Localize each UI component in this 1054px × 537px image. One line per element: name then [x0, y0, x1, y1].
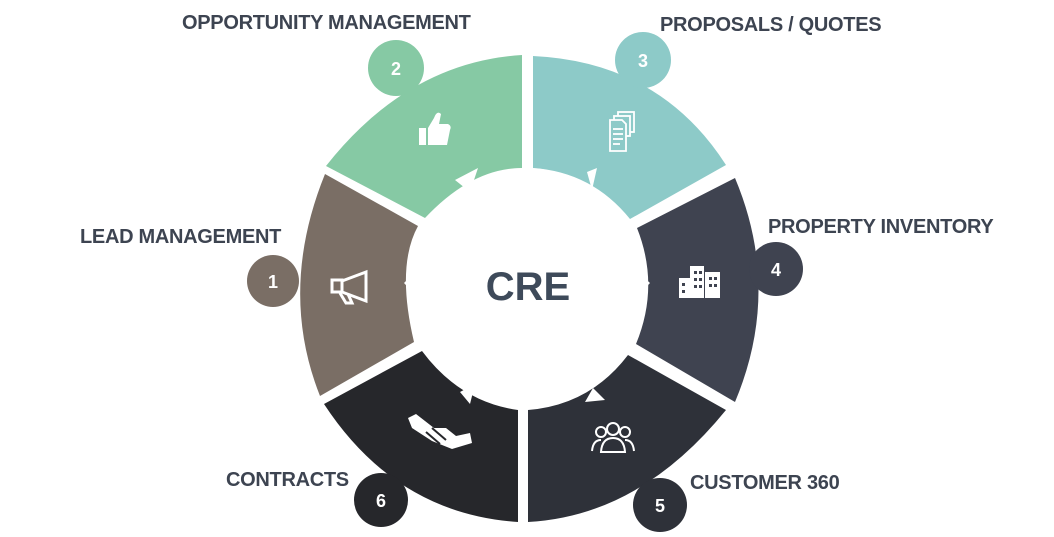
segment-contracts: [324, 351, 518, 522]
segment-lead-management: [300, 174, 418, 396]
megaphone-icon: [330, 269, 368, 305]
step-badge-1: 1: [247, 255, 299, 307]
label-lead-management: LEAD MANAGEMENT: [80, 226, 282, 248]
label-opportunity-management: OPPORTUNITY MANAGEMENT: [182, 12, 471, 34]
step-badge-4: 4: [749, 242, 803, 296]
step-badge-3: 3: [615, 32, 671, 88]
buildings-icon: [679, 266, 720, 298]
step-badge-2: 2: [368, 40, 424, 96]
svg-text:2: 2: [391, 59, 401, 79]
center-circle: [409, 168, 643, 402]
thumbs-up-icon: [419, 112, 451, 145]
svg-text:1: 1: [268, 272, 278, 292]
svg-text:4: 4: [771, 260, 781, 280]
label-proposals-quotes: PROPOSALS / QUOTES: [660, 14, 882, 36]
segment-customer-360: [528, 355, 726, 522]
center-label: CRE: [486, 265, 570, 309]
label-contracts: CONTRACTS: [226, 469, 349, 491]
handshake-icon: [408, 414, 472, 449]
svg-text:5: 5: [655, 496, 665, 516]
label-property-inventory: PROPERTY INVENTORY: [768, 216, 994, 238]
segment-proposals-quotes: [533, 56, 726, 219]
people-group-icon: [591, 422, 635, 453]
step-badge-6: 6: [354, 473, 408, 527]
step-badge-5: 5: [633, 478, 687, 532]
svg-text:3: 3: [638, 51, 648, 71]
svg-text:6: 6: [376, 491, 386, 511]
documents-icon: [609, 111, 635, 152]
label-customer-360: CUSTOMER 360: [690, 472, 840, 494]
